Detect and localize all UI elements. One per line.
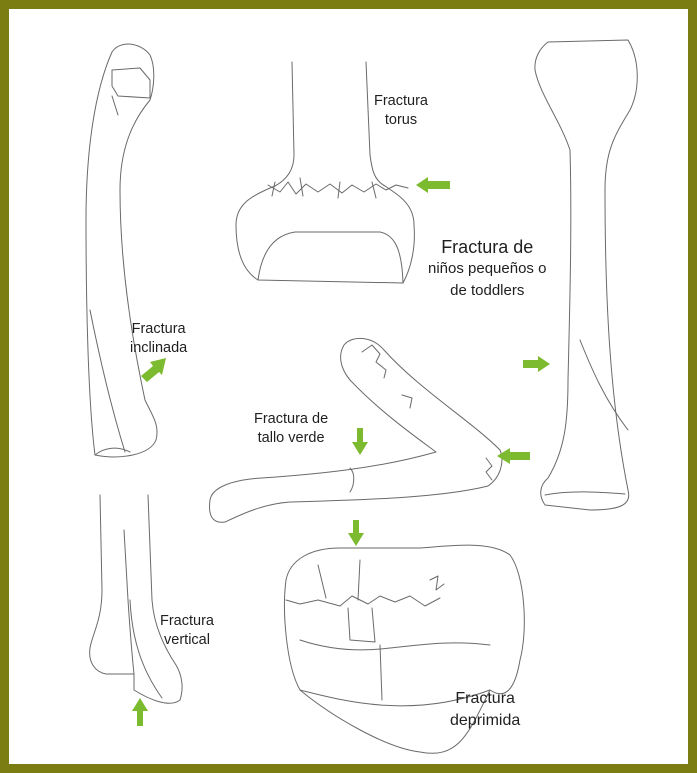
label-vertical-line2: vertical: [160, 631, 214, 650]
label-tallo-verde: Fractura de tallo verde: [254, 410, 328, 448]
arrow-torus: [416, 177, 450, 193]
label-torus-line1: Fractura: [374, 92, 428, 111]
label-tallo-verde-line2: tallo verde: [254, 429, 328, 448]
label-toddler: Fractura de niños pequeños o de toddlers: [428, 236, 546, 302]
vertical-fracture-bone: [90, 495, 182, 703]
label-deprimida: Fractura deprimida: [450, 688, 520, 732]
label-vertical-line1: Fractura: [160, 612, 214, 631]
label-inclinada-line2: inclinada: [130, 339, 187, 358]
label-inclinada: Fractura inclinada: [130, 320, 187, 358]
toddler-fracture-bone: [535, 40, 637, 510]
arrow-vertical: [132, 698, 148, 726]
label-deprimida-line2: deprimida: [450, 710, 520, 732]
arrow-toddler: [523, 356, 550, 372]
label-toddler-line2: niños pequeños o: [428, 258, 546, 280]
label-vertical: Fractura vertical: [160, 612, 214, 650]
arrow-greenstick: [352, 428, 368, 455]
label-inclinada-line1: Fractura: [130, 320, 187, 339]
label-deprimida-line1: Fractura: [450, 688, 520, 710]
label-torus: Fractura torus: [374, 92, 428, 130]
label-tallo-verde-line1: Fractura de: [254, 410, 328, 429]
label-toddler-line3: de toddlers: [428, 280, 546, 302]
arrow-depressed: [348, 520, 364, 546]
label-torus-line2: torus: [374, 111, 428, 130]
arrow-oblique: [141, 358, 166, 382]
oblique-fracture-bone: [86, 44, 157, 457]
label-toddler-line1: Fractura de: [428, 236, 546, 258]
